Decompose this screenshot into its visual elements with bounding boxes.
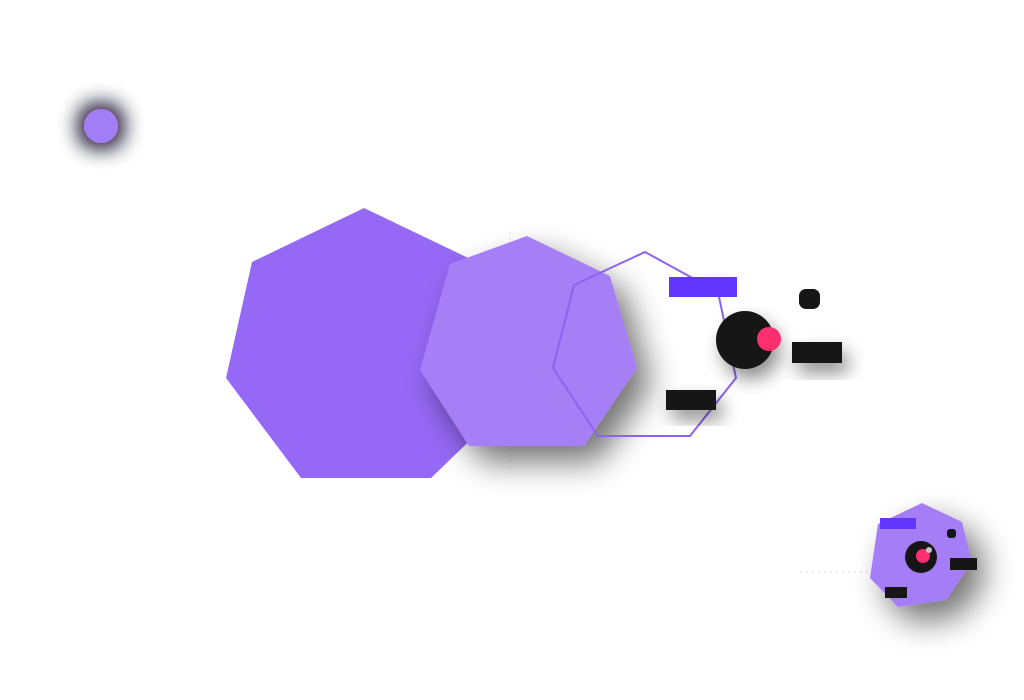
pink-dot-highlight — [777, 320, 783, 326]
dark-square-dot — [799, 289, 820, 309]
mini-dark-bar-right — [950, 558, 977, 570]
dark-circle — [716, 311, 774, 369]
dark-circle-group — [716, 311, 774, 369]
medium-purple-heptagon — [420, 236, 637, 446]
accent-bar — [669, 277, 737, 297]
mini-badge-group — [870, 503, 977, 607]
dark-bar-bottom — [666, 390, 716, 410]
mini-dark-bar-bottom — [885, 587, 907, 598]
glowing-purple-dot — [84, 109, 118, 143]
large-purple-heptagon — [226, 208, 515, 478]
outline-heptagon — [551, 250, 738, 437]
mini-dark-square-dot — [947, 529, 956, 538]
mini-accent-bar — [880, 518, 916, 529]
mini-pink-dot — [916, 549, 930, 563]
dark-bar-right — [792, 342, 842, 363]
pink-dot — [757, 327, 781, 351]
mini-pink-highlight — [926, 547, 932, 553]
